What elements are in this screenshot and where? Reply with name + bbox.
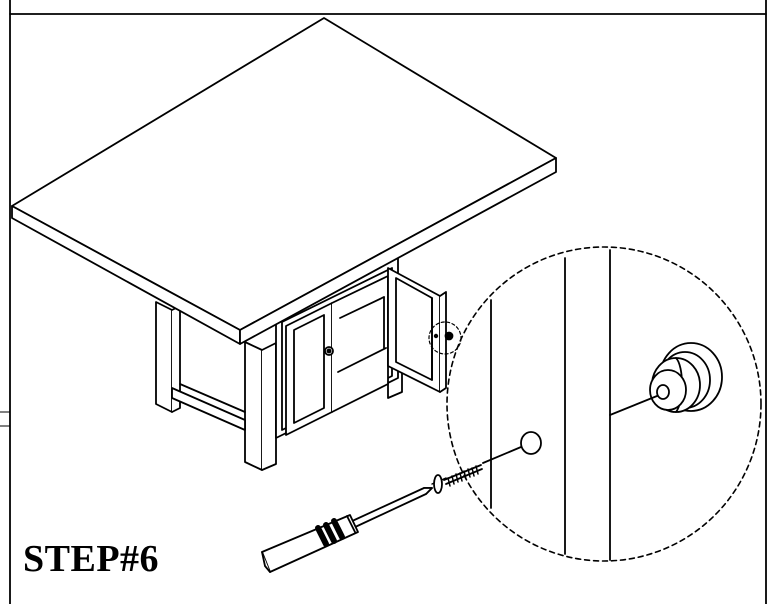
detail-knob: [609, 342, 723, 416]
table-legs: [155, 301, 403, 471]
door-knob: [324, 346, 334, 356]
step-label: STEP#6: [23, 538, 160, 580]
screw-hole: [520, 431, 542, 455]
detail-callout: [446, 246, 762, 562]
screw: [431, 464, 483, 494]
screwdriver: [261, 487, 433, 573]
cabinet-door: [387, 267, 447, 393]
table-top: [11, 17, 557, 345]
